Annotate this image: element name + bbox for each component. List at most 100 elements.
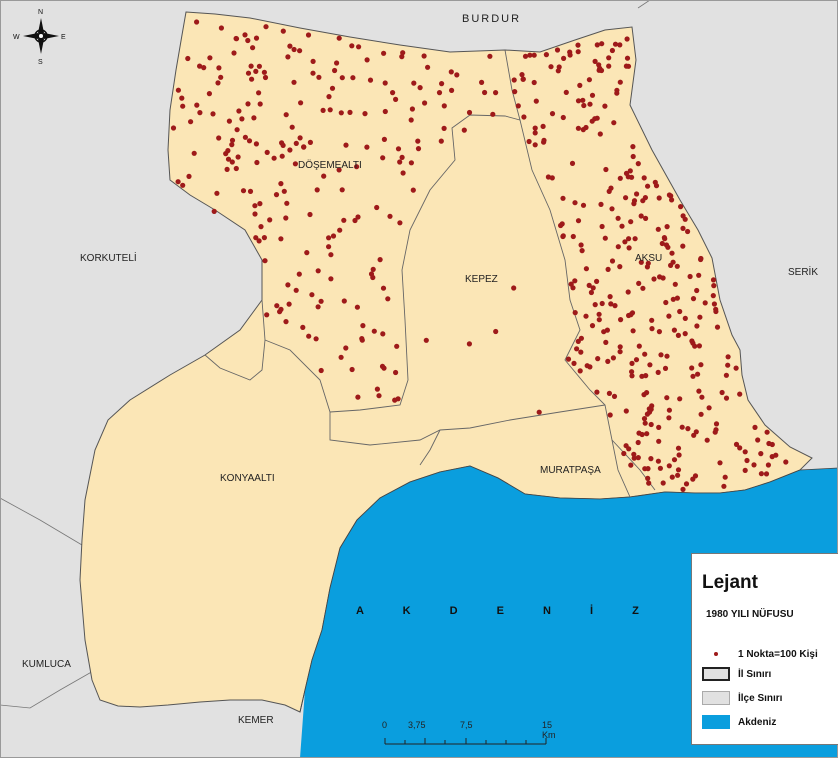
population-dot: [339, 75, 345, 81]
population-dot: [571, 360, 577, 366]
population-dot: [545, 174, 552, 180]
population-dot: [511, 77, 517, 83]
population-dot: [278, 236, 284, 242]
district-label-konyaalti: KONYAALTI: [220, 473, 275, 484]
population-dot: [201, 65, 207, 71]
population-dot: [461, 127, 467, 133]
population-dot: [594, 42, 600, 48]
population-dot: [343, 142, 349, 148]
population-dot: [694, 323, 700, 329]
population-dot: [242, 32, 248, 38]
population-dot: [674, 295, 681, 301]
population-dot: [554, 47, 561, 53]
population-dot: [751, 462, 757, 468]
population-dot: [725, 362, 731, 368]
population-dot: [531, 79, 537, 86]
population-dot: [601, 329, 607, 335]
population-dot: [225, 156, 232, 162]
population-dot: [285, 54, 291, 60]
population-dot: [680, 243, 686, 249]
population-dot: [592, 302, 598, 308]
scale-tick-2: 7,5: [460, 720, 473, 730]
population-dot: [359, 337, 365, 343]
population-dot: [666, 407, 673, 413]
population-dot: [216, 135, 222, 141]
population-dot: [179, 95, 185, 101]
population-dot: [374, 386, 380, 392]
dot-symbol-icon: [702, 647, 730, 661]
population-dot: [337, 227, 343, 233]
population-dot: [570, 285, 576, 291]
population-dot: [656, 329, 663, 335]
population-dot: [191, 150, 197, 156]
population-dot: [321, 173, 327, 179]
population-dot: [656, 438, 662, 444]
population-dot: [250, 45, 256, 51]
population-dot: [226, 118, 232, 124]
population-dot: [578, 242, 584, 248]
population-dot: [595, 356, 601, 362]
population-dot: [689, 338, 695, 344]
population-dot: [559, 221, 565, 227]
population-dot: [755, 437, 761, 443]
province-border-line: [637, 0, 651, 9]
population-dot: [649, 403, 655, 409]
population-dot: [352, 217, 358, 224]
population-dot: [328, 276, 334, 282]
population-dot: [245, 101, 251, 107]
population-dot: [395, 146, 402, 152]
population-dot: [575, 338, 581, 344]
population-dot: [332, 67, 338, 74]
legend-item-dot: 1 Nokta=100 Kişi: [702, 646, 818, 662]
population-dot: [356, 44, 362, 50]
population-dot: [626, 245, 632, 251]
population-dot: [630, 328, 636, 334]
population-dot: [349, 43, 355, 49]
north-arrow-w: W: [13, 34, 20, 41]
population-dot: [695, 371, 701, 377]
population-dot: [625, 63, 632, 69]
population-dot: [490, 111, 496, 117]
population-dot: [607, 412, 613, 418]
population-dot: [273, 192, 280, 198]
province-label-kumluca: KUMLUCA: [22, 659, 71, 670]
population-dot: [279, 153, 285, 159]
population-dot: [586, 77, 593, 83]
population-dot: [783, 459, 789, 465]
population-dot: [291, 46, 297, 53]
north-arrow-n: N: [38, 9, 43, 16]
population-dot: [602, 235, 608, 241]
population-dot: [680, 213, 686, 219]
population-dot: [197, 63, 203, 69]
population-dot: [690, 476, 696, 482]
population-dot: [377, 257, 383, 263]
population-dot: [763, 471, 770, 477]
population-dot: [645, 475, 651, 481]
population-dot: [394, 343, 400, 349]
population-dot: [253, 141, 259, 147]
population-dot: [240, 188, 247, 194]
population-dot: [532, 125, 538, 131]
population-dot: [211, 208, 217, 214]
population-dot: [606, 390, 613, 396]
population-dot: [635, 455, 641, 461]
population-dot: [575, 218, 582, 224]
population-dot: [649, 326, 655, 332]
population-dot: [766, 440, 772, 447]
population-dot: [180, 103, 186, 109]
population-dot: [318, 298, 324, 304]
population-dot: [278, 181, 284, 187]
population-dot: [634, 191, 640, 197]
population-dot: [626, 446, 632, 452]
population-dot: [339, 187, 345, 193]
population-dot: [261, 235, 267, 241]
coastline: [356, 465, 838, 521]
population-dot: [380, 285, 387, 291]
population-dot: [229, 159, 235, 165]
population-dot: [417, 85, 423, 91]
population-dot: [590, 285, 596, 291]
population-dot: [680, 486, 686, 492]
population-dot: [293, 140, 299, 146]
north-arrow-e: E: [61, 34, 66, 41]
population-dot: [206, 91, 212, 97]
